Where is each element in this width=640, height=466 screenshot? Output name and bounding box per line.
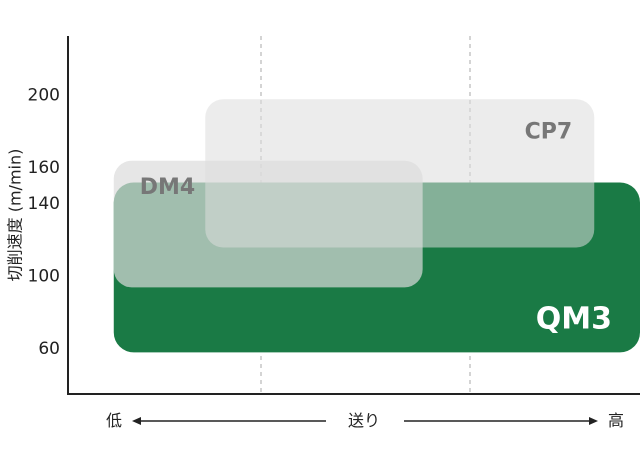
x-center-label: 送り xyxy=(348,411,380,430)
x-high-label: 高 xyxy=(608,411,624,430)
x-arrow-left-head xyxy=(132,417,141,425)
region-cp7 xyxy=(205,99,595,248)
x-arrow-right-head xyxy=(589,417,598,425)
y-tick-100: 100 xyxy=(28,266,60,286)
y-tick-160: 160 xyxy=(28,158,60,178)
y-tick-140: 140 xyxy=(28,194,60,214)
y-tick-60: 60 xyxy=(38,339,60,359)
region-label-qm3: QM3 xyxy=(536,301,612,336)
y-tick-labels: 60 100 140 160 200 xyxy=(28,86,60,359)
y-axis-label: 切削速度 (m/min) xyxy=(6,149,25,282)
regions-layer: QM3 DM4 CP7 xyxy=(113,99,640,353)
region-label-cp7: CP7 xyxy=(525,119,573,144)
y-tick-200: 200 xyxy=(28,86,60,106)
x-low-label: 低 xyxy=(106,411,122,430)
region-label-dm4: DM4 xyxy=(140,175,195,200)
